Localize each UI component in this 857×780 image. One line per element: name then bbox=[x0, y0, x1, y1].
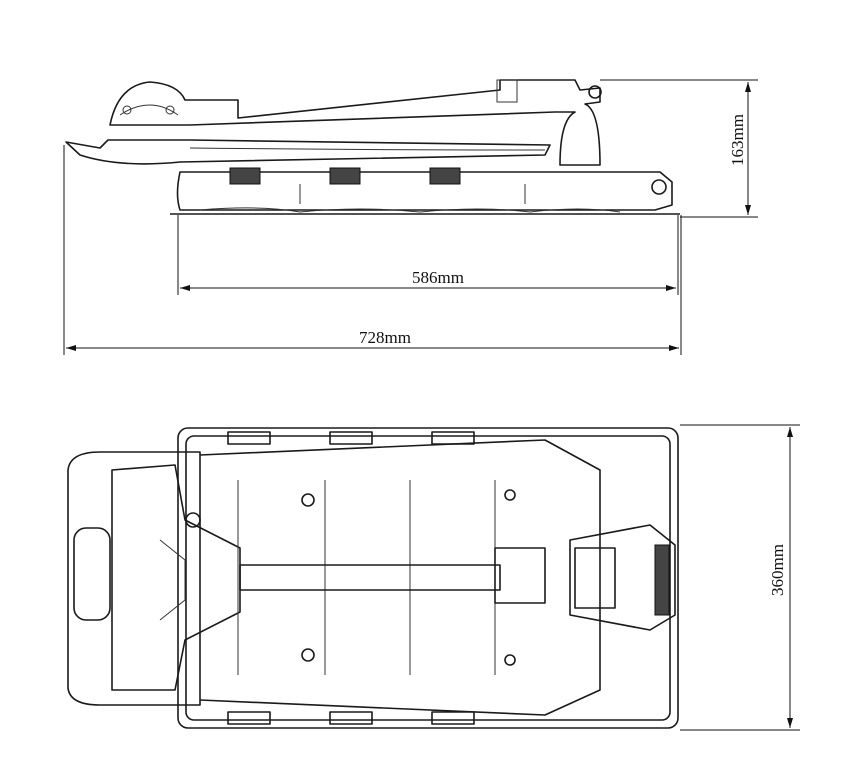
height-label: 163mm bbox=[728, 114, 747, 166]
total-length-label: 728mm bbox=[359, 328, 411, 347]
base-length-label: 586mm bbox=[412, 268, 464, 287]
width-label: 360mm bbox=[768, 544, 787, 596]
top-view bbox=[67, 427, 679, 729]
dimension-lines-top bbox=[680, 424, 800, 731]
dimension-lines-side bbox=[63, 79, 758, 355]
side-view bbox=[65, 79, 680, 215]
